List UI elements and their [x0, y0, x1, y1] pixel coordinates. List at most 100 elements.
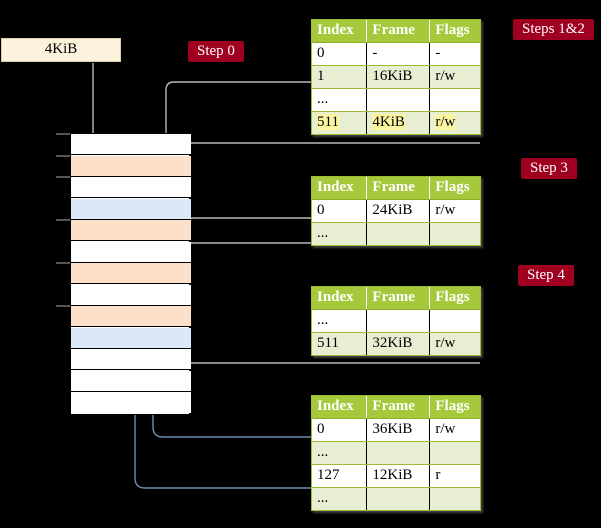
- cell-frame-text: -: [372, 45, 378, 61]
- cell-index: 511: [312, 332, 368, 355]
- cell-frame: [366, 88, 431, 112]
- cell-index-text: 0: [317, 421, 325, 437]
- cell-index-text: ...: [317, 91, 329, 107]
- cell-index-text: 511: [317, 335, 339, 351]
- cell-index-text: ...: [317, 444, 329, 460]
- col-header-frame: Frame: [366, 20, 431, 43]
- badge-step-3[interactable]: Step 3: [521, 158, 577, 179]
- cell-frame-text: 32KiB: [372, 335, 413, 351]
- badge-step-4[interactable]: Step 4: [518, 265, 574, 286]
- cell-flags: r/w: [429, 332, 480, 355]
- col-header-index: Index: [312, 177, 368, 200]
- table-row[interactable]: 1 16KiB r/w: [312, 65, 480, 89]
- cell-index-text: 1: [317, 68, 325, 84]
- cell-flags: r: [429, 464, 480, 488]
- col-header-frame: Frame: [366, 287, 431, 310]
- table-row[interactable]: ...: [312, 88, 480, 112]
- badge-steps-1-2[interactable]: Steps 1&2: [513, 19, 594, 40]
- cell-flags: [429, 222, 480, 245]
- cell-index: 0: [312, 199, 368, 223]
- col-header-index: Index: [312, 287, 368, 310]
- cell-flags: [429, 487, 480, 510]
- memory-frame-row[interactable]: [71, 392, 191, 413]
- cell-frame: 16KiB: [366, 65, 431, 89]
- memory-tick: [56, 262, 70, 264]
- memory-tick: [56, 154, 70, 157]
- badge-step-4-label: Step 4: [527, 267, 565, 283]
- memory-frame-row[interactable]: [71, 177, 191, 198]
- memory-frame-row[interactable]: [71, 198, 191, 220]
- cell-index-text: ...: [317, 225, 329, 241]
- table-row[interactable]: 511 32KiB r/w: [312, 332, 480, 355]
- col-header-flags: Flags: [429, 396, 480, 419]
- col-header-index: Index: [312, 396, 368, 419]
- memory-tick: [56, 176, 70, 178]
- cell-frame: 12KiB: [366, 464, 431, 488]
- table-header-row: Index Frame Flags: [312, 20, 480, 43]
- table-row[interactable]: ...: [312, 309, 480, 333]
- table-header-row: Index Frame Flags: [312, 396, 480, 419]
- badge-step-0[interactable]: Step 0: [188, 41, 244, 62]
- memory-frame-row[interactable]: [71, 220, 191, 241]
- cell-index-text: 511: [317, 114, 339, 130]
- memory-frame-row[interactable]: [71, 155, 191, 177]
- cell-flags: -: [429, 42, 480, 66]
- memory-frame-row[interactable]: [71, 349, 191, 370]
- cell-frame-text: 16KiB: [372, 68, 413, 84]
- memory-tick: [56, 219, 70, 221]
- table-header-row: Index Frame Flags: [312, 177, 480, 200]
- memory-frame-row[interactable]: [71, 284, 191, 306]
- table-row[interactable]: ...: [312, 222, 480, 245]
- cell-index: ...: [312, 487, 368, 510]
- cell-flags: r/w: [429, 199, 480, 223]
- cell-index: 0: [312, 42, 368, 66]
- cell-flags-text: r: [435, 467, 441, 483]
- table-row[interactable]: 0 36KiB r/w: [312, 418, 480, 442]
- col-header-frame: Frame: [366, 396, 431, 419]
- table-row[interactable]: ...: [312, 487, 480, 510]
- memory-frame-row[interactable]: [71, 134, 191, 155]
- table-row[interactable]: 0 - -: [312, 42, 480, 66]
- cell-flags: r/w: [429, 418, 480, 442]
- memory-frame-row[interactable]: [71, 306, 191, 327]
- memory-frame-row[interactable]: [71, 327, 191, 349]
- memory-frame-row[interactable]: [71, 241, 191, 263]
- memory-tick: [56, 305, 70, 307]
- page-table-level-0: Index Frame Flags 0 - - 1 16KiB r/w... 511 4KiB…: [311, 19, 481, 135]
- cell-index-text: 127: [317, 467, 340, 483]
- col-header-flags: Flags: [429, 20, 480, 43]
- cell-index-text: ...: [317, 312, 329, 328]
- cell-index: 511: [312, 111, 368, 134]
- table-row[interactable]: ...: [312, 441, 480, 465]
- cell-flags-text: r/w: [435, 202, 456, 218]
- badge-step-3-label: Step 3: [530, 160, 568, 176]
- col-header-frame: Frame: [366, 177, 431, 200]
- source-frame-label: 4KiB: [44, 41, 78, 57]
- memory-frame-row[interactable]: [71, 263, 191, 284]
- cell-index: 127: [312, 464, 368, 488]
- cell-index-text: 0: [317, 45, 325, 61]
- cell-frame: [366, 487, 431, 510]
- badge-step-0-label: Step 0: [197, 43, 235, 59]
- cell-frame: [366, 441, 431, 465]
- cell-frame: [366, 309, 431, 333]
- cell-flags-text: r/w: [435, 114, 456, 130]
- cell-flags-text: r/w: [435, 421, 456, 437]
- cell-frame: 4KiB: [366, 111, 431, 134]
- memory-frame-row[interactable]: [71, 370, 191, 392]
- cell-frame-text: 36KiB: [372, 421, 413, 437]
- cell-index: ...: [312, 309, 368, 333]
- cell-index-text: ...: [317, 490, 329, 506]
- col-header-flags: Flags: [429, 177, 480, 200]
- cell-frame: -: [366, 42, 431, 66]
- cell-flags-text: r/w: [435, 68, 456, 84]
